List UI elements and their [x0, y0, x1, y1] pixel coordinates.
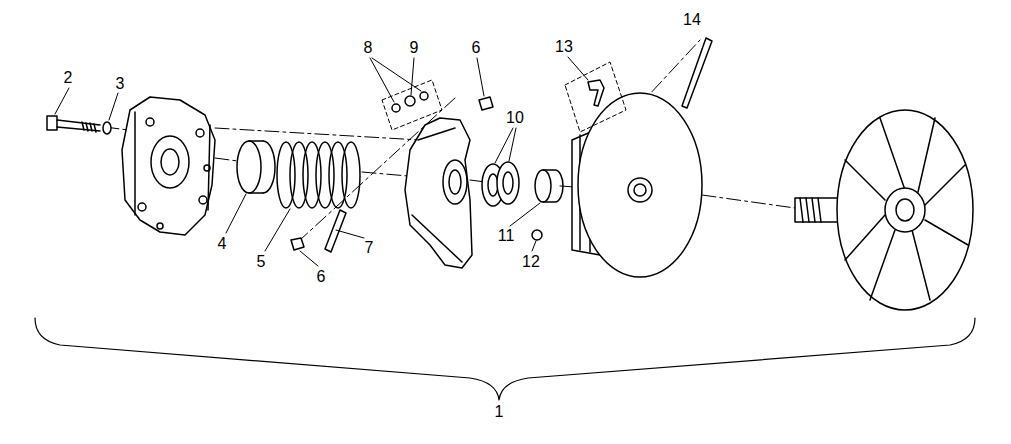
- pin: [325, 210, 346, 252]
- callout-number: 7: [364, 240, 375, 256]
- fixed-sheave: [795, 110, 973, 310]
- callout-number: 13: [554, 39, 574, 55]
- ring: [237, 141, 275, 193]
- callout-number: 3: [115, 76, 126, 92]
- moveable-sheave: [572, 93, 702, 277]
- callout-number: 8: [363, 40, 374, 56]
- nut: [532, 230, 542, 240]
- callout-number: 9: [409, 40, 420, 56]
- callout-number: 11: [497, 228, 516, 244]
- pin: [682, 38, 712, 108]
- callout-number: 10: [505, 110, 525, 126]
- callout-number: 1: [494, 404, 505, 420]
- callout-number: 2: [63, 70, 74, 86]
- dashed-box: [565, 62, 626, 132]
- leader-line: [55, 57, 588, 266]
- spider: [405, 118, 472, 268]
- group-brace: [35, 318, 975, 400]
- callout-number: 6: [316, 269, 327, 285]
- roller: [291, 238, 304, 250]
- callout-number: 6: [471, 40, 482, 56]
- clutch-cover: [122, 97, 215, 235]
- bushing: [482, 162, 563, 206]
- callout-number: 4: [217, 236, 228, 252]
- roller: [479, 97, 493, 110]
- callout-number: 12: [521, 254, 541, 270]
- callout-number: 5: [256, 254, 267, 270]
- washer: [103, 122, 111, 134]
- spring: [277, 142, 360, 208]
- callout-number: 14: [682, 12, 702, 28]
- bracket: [588, 80, 604, 106]
- bolt: [47, 116, 100, 132]
- nut: [392, 92, 428, 112]
